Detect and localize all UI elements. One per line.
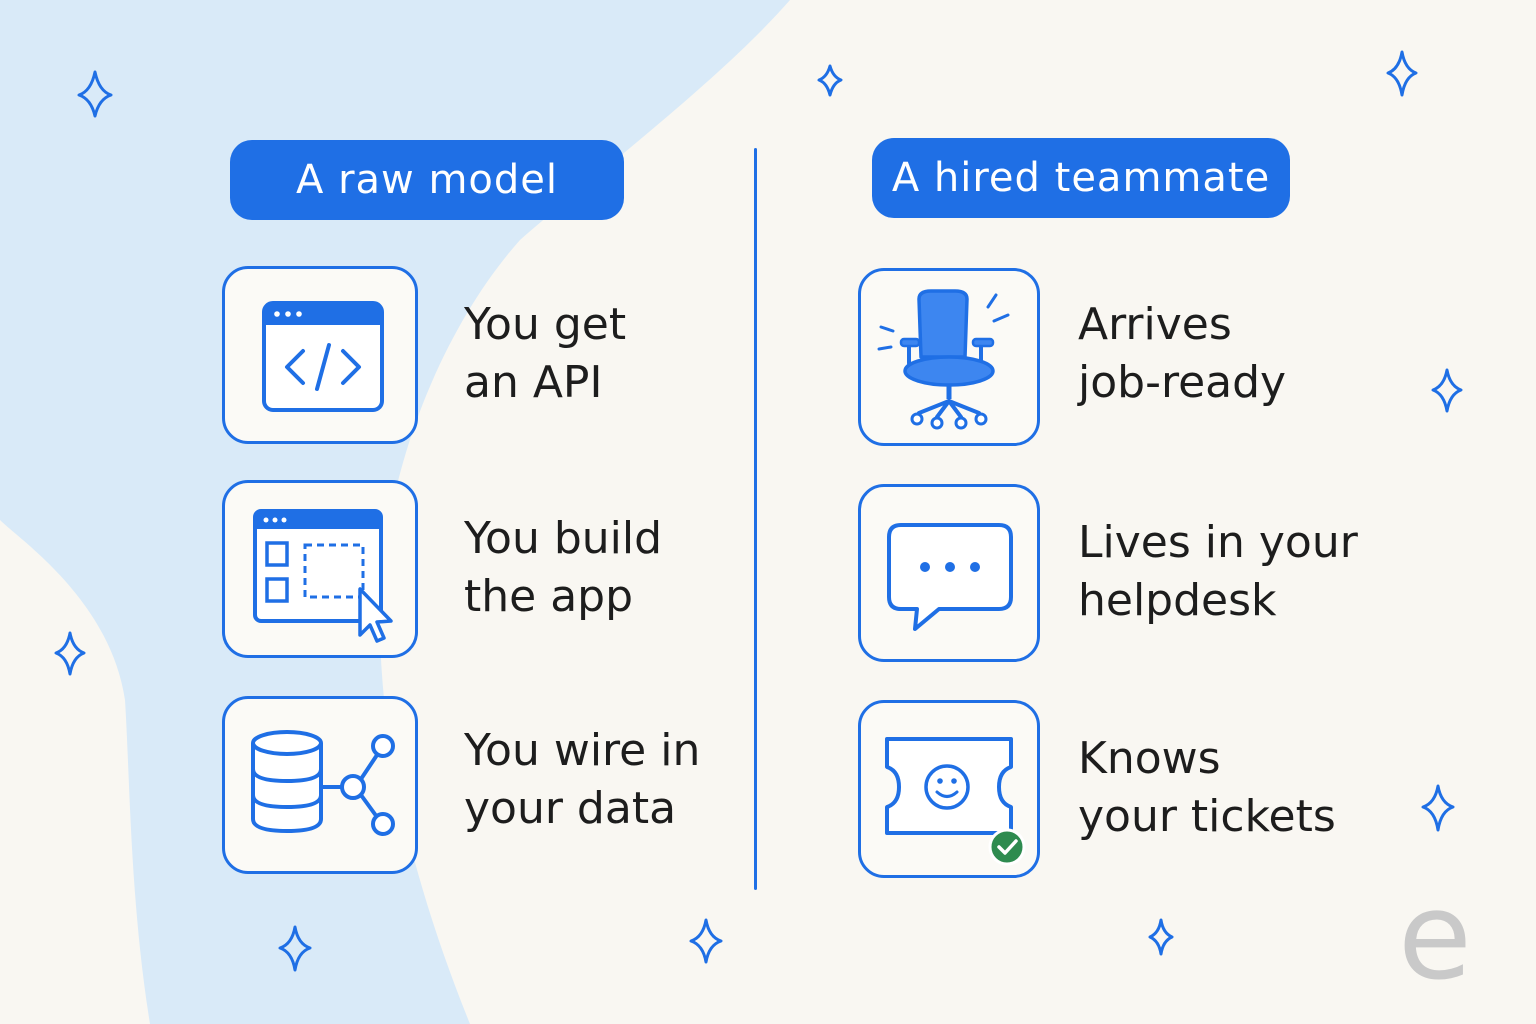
caption-line: Lives in your bbox=[1078, 517, 1358, 568]
caption-lives-in-your-helpdesk: Lives in your helpdesk bbox=[1078, 514, 1358, 630]
caption-you-wire-in-your-data: You wire in your data bbox=[464, 722, 700, 838]
caption-line: your data bbox=[464, 783, 677, 834]
sparkle-icon bbox=[1386, 50, 1418, 97]
tile-you-wire-in-your-data bbox=[222, 696, 418, 874]
ticket-check-icon bbox=[885, 737, 1026, 866]
caption-line: You get bbox=[464, 299, 627, 350]
caption-line: an API bbox=[464, 357, 603, 408]
caption-you-get-an-api: You get an API bbox=[464, 296, 626, 412]
caption-line: helpdesk bbox=[1078, 575, 1277, 626]
caption-knows-your-tickets: Knows your tickets bbox=[1078, 730, 1336, 846]
caption-you-build-the-app: You build the app bbox=[464, 510, 662, 626]
caption-line: You build bbox=[464, 513, 663, 564]
sparkle-icon bbox=[278, 925, 312, 972]
sparkle-icon bbox=[77, 70, 113, 118]
brand-logo: e bbox=[1398, 868, 1472, 1007]
tile-you-get-an-api bbox=[222, 266, 418, 444]
sparkle-icon bbox=[1421, 784, 1455, 832]
sparkle-icon bbox=[1148, 918, 1174, 956]
tile-arrives-job-ready bbox=[858, 268, 1040, 446]
sparkle-icon bbox=[817, 64, 843, 97]
sparkle-icon bbox=[689, 918, 723, 964]
caption-line: the app bbox=[464, 571, 634, 622]
column-divider bbox=[754, 148, 757, 890]
caption-line: You wire in bbox=[464, 725, 701, 776]
tile-lives-in-your-helpdesk bbox=[858, 484, 1040, 662]
left-column-header: A raw model bbox=[230, 140, 624, 220]
chat-bubble-icon bbox=[887, 523, 1013, 631]
sparkle-icon bbox=[54, 631, 86, 676]
caption-line: Knows bbox=[1078, 733, 1221, 784]
tile-knows-your-tickets bbox=[858, 700, 1040, 878]
caption-line: your tickets bbox=[1078, 791, 1336, 842]
caption-line: Arrives bbox=[1078, 299, 1232, 350]
caption-line: job-ready bbox=[1078, 357, 1287, 408]
caption-arrives-job-ready: Arrives job-ready bbox=[1078, 296, 1286, 412]
code-window-icon bbox=[262, 301, 384, 412]
database-connect-icon bbox=[251, 730, 395, 836]
sparkle-icon bbox=[1431, 368, 1463, 413]
office-chair-icon bbox=[877, 289, 1010, 430]
tile-you-build-the-app bbox=[222, 480, 418, 658]
background-blob bbox=[0, 0, 790, 1024]
right-column-header: A hired teammate bbox=[872, 138, 1290, 218]
app-builder-icon bbox=[253, 509, 393, 643]
